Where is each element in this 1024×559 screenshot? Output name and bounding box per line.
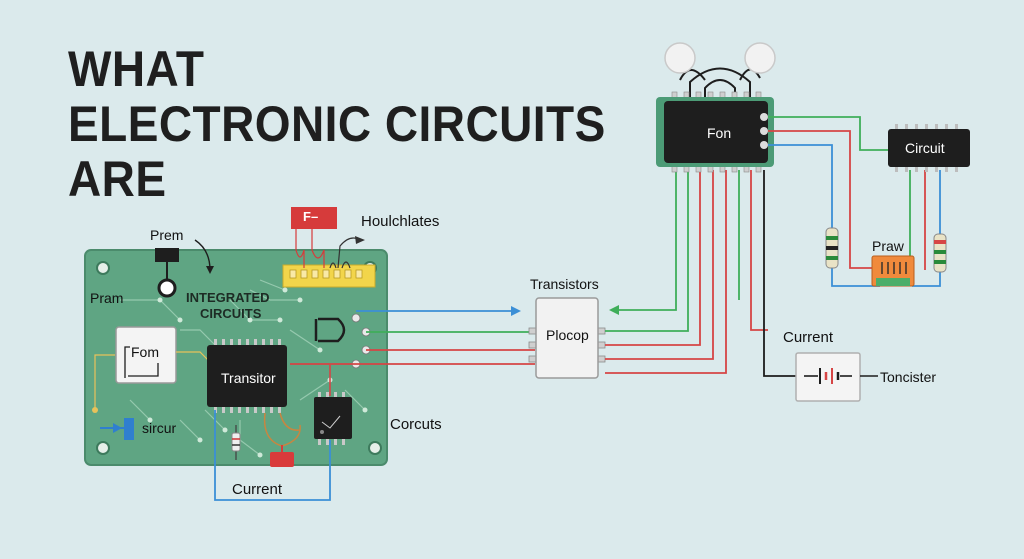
transistor-chip (207, 339, 287, 413)
board-to-plocop-wires (290, 306, 535, 365)
pram-label: Pram (90, 290, 124, 306)
fom-component (115, 326, 211, 384)
transistors-label: Transistors (530, 276, 599, 292)
circuit-label: Circuit (905, 140, 945, 156)
integrated-label-2: CIRCUITS (200, 306, 262, 321)
plocop-to-fon-wires (605, 170, 810, 377)
title-line-2: ELECTRONIC CIRCUITS (68, 96, 606, 152)
fon-chip (656, 42, 776, 173)
fom-label: Fom (131, 344, 159, 360)
plocop-component (528, 297, 606, 379)
header-connector (282, 207, 376, 288)
praw-component (871, 255, 915, 287)
toncister-label: Toncister (880, 369, 937, 385)
right-current-label: Current (783, 329, 834, 346)
integrated-label-1: INTEGRATED (186, 290, 270, 305)
title-line-1: WHAT (68, 41, 205, 97)
header-tag-label: F– (303, 209, 319, 224)
board-current-label: Current (232, 481, 283, 498)
sircur-label: sircur (142, 420, 177, 436)
prem-label: Prem (150, 227, 184, 243)
fon-label: Fon (707, 125, 732, 141)
circuit-chip (888, 124, 970, 172)
corcuts-label: Corcuts (390, 416, 442, 433)
title-line-3: ARE (68, 151, 167, 207)
prem-component (155, 239, 214, 298)
d-shape-component (314, 317, 346, 343)
small-resistor (231, 425, 241, 460)
resistor-left (825, 227, 839, 269)
header-label: Houlchlates (361, 213, 440, 230)
plocop-label: Plocop (546, 327, 589, 343)
sircur-component (100, 418, 134, 440)
small-ic-chip (314, 392, 352, 445)
praw-label: Praw (872, 238, 904, 254)
toncister-component (795, 352, 861, 402)
resistor-right (933, 233, 947, 273)
transistor-label: Transitor (221, 370, 276, 386)
fon-to-circuit-wires (768, 116, 941, 287)
